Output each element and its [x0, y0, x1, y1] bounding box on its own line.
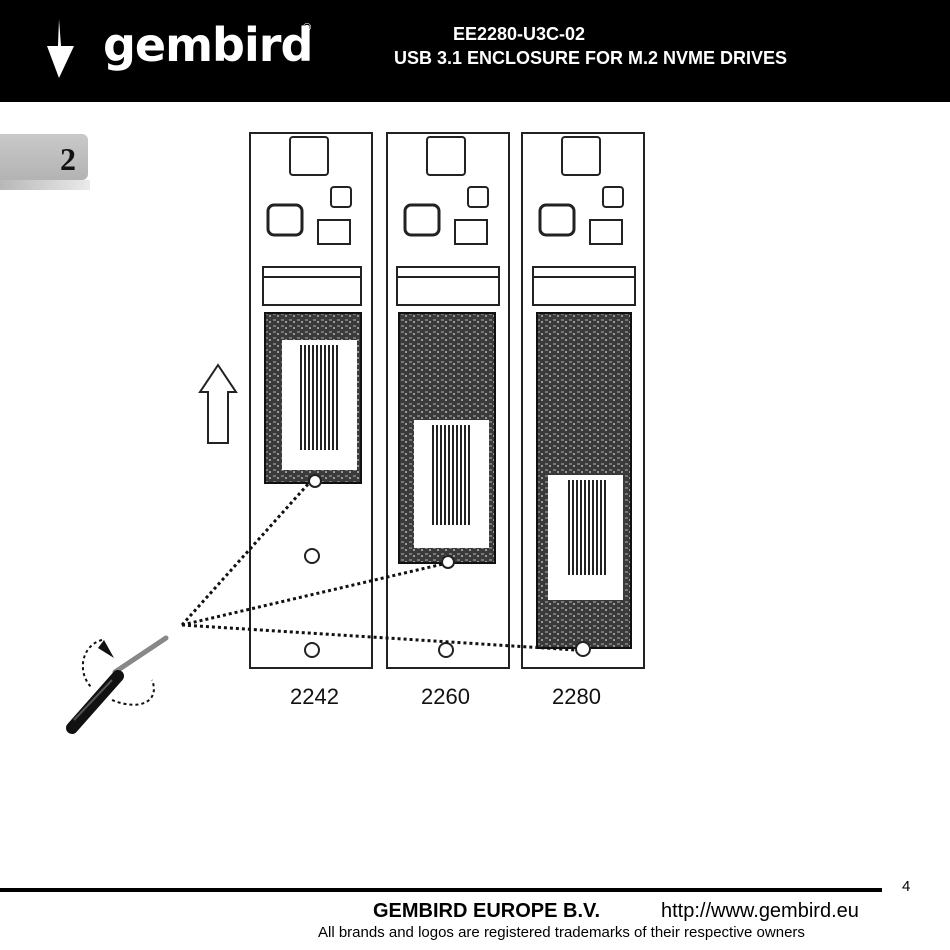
company-name: GEMBIRD EUROPE B.V.: [373, 900, 600, 923]
page-header: gembird ® EE2280-U3C-02 USB 3.1 ENCLOSUR…: [0, 0, 950, 102]
size-label-2280: 2280: [552, 684, 601, 710]
screw-hole-icon: [305, 643, 319, 657]
trademark-notice: All brands and logos are registered trad…: [318, 924, 805, 941]
size-label-2242: 2242: [290, 684, 339, 710]
footer-divider: [0, 888, 882, 892]
model-number: EE2280-U3C-02: [319, 24, 719, 45]
logo-arrow-icon: [47, 19, 74, 78]
screw-icon: [442, 556, 454, 568]
bay-2280: [522, 133, 644, 668]
company-url[interactable]: http://www.gembird.eu: [661, 900, 859, 923]
screw-icon: [309, 475, 321, 487]
screw-icon: [576, 642, 590, 656]
logo-registered-mark: ®: [303, 22, 311, 34]
screw-guide-lines: [182, 483, 576, 650]
bay-2260: [387, 133, 509, 668]
page-number: 4: [902, 878, 910, 895]
slide-up-arrow-icon: [200, 365, 236, 443]
product-title: USB 3.1 ENCLOSURE FOR M.2 NVME DRIVES: [394, 48, 787, 69]
screw-hole-icon: [439, 643, 453, 657]
logo-wordmark: gembird: [103, 20, 312, 70]
screw-hole-icon: [305, 549, 319, 563]
installation-diagram: [0, 120, 950, 760]
screwdriver-icon: [72, 638, 166, 728]
bay-2242: [250, 133, 372, 668]
size-label-2260: 2260: [421, 684, 470, 710]
